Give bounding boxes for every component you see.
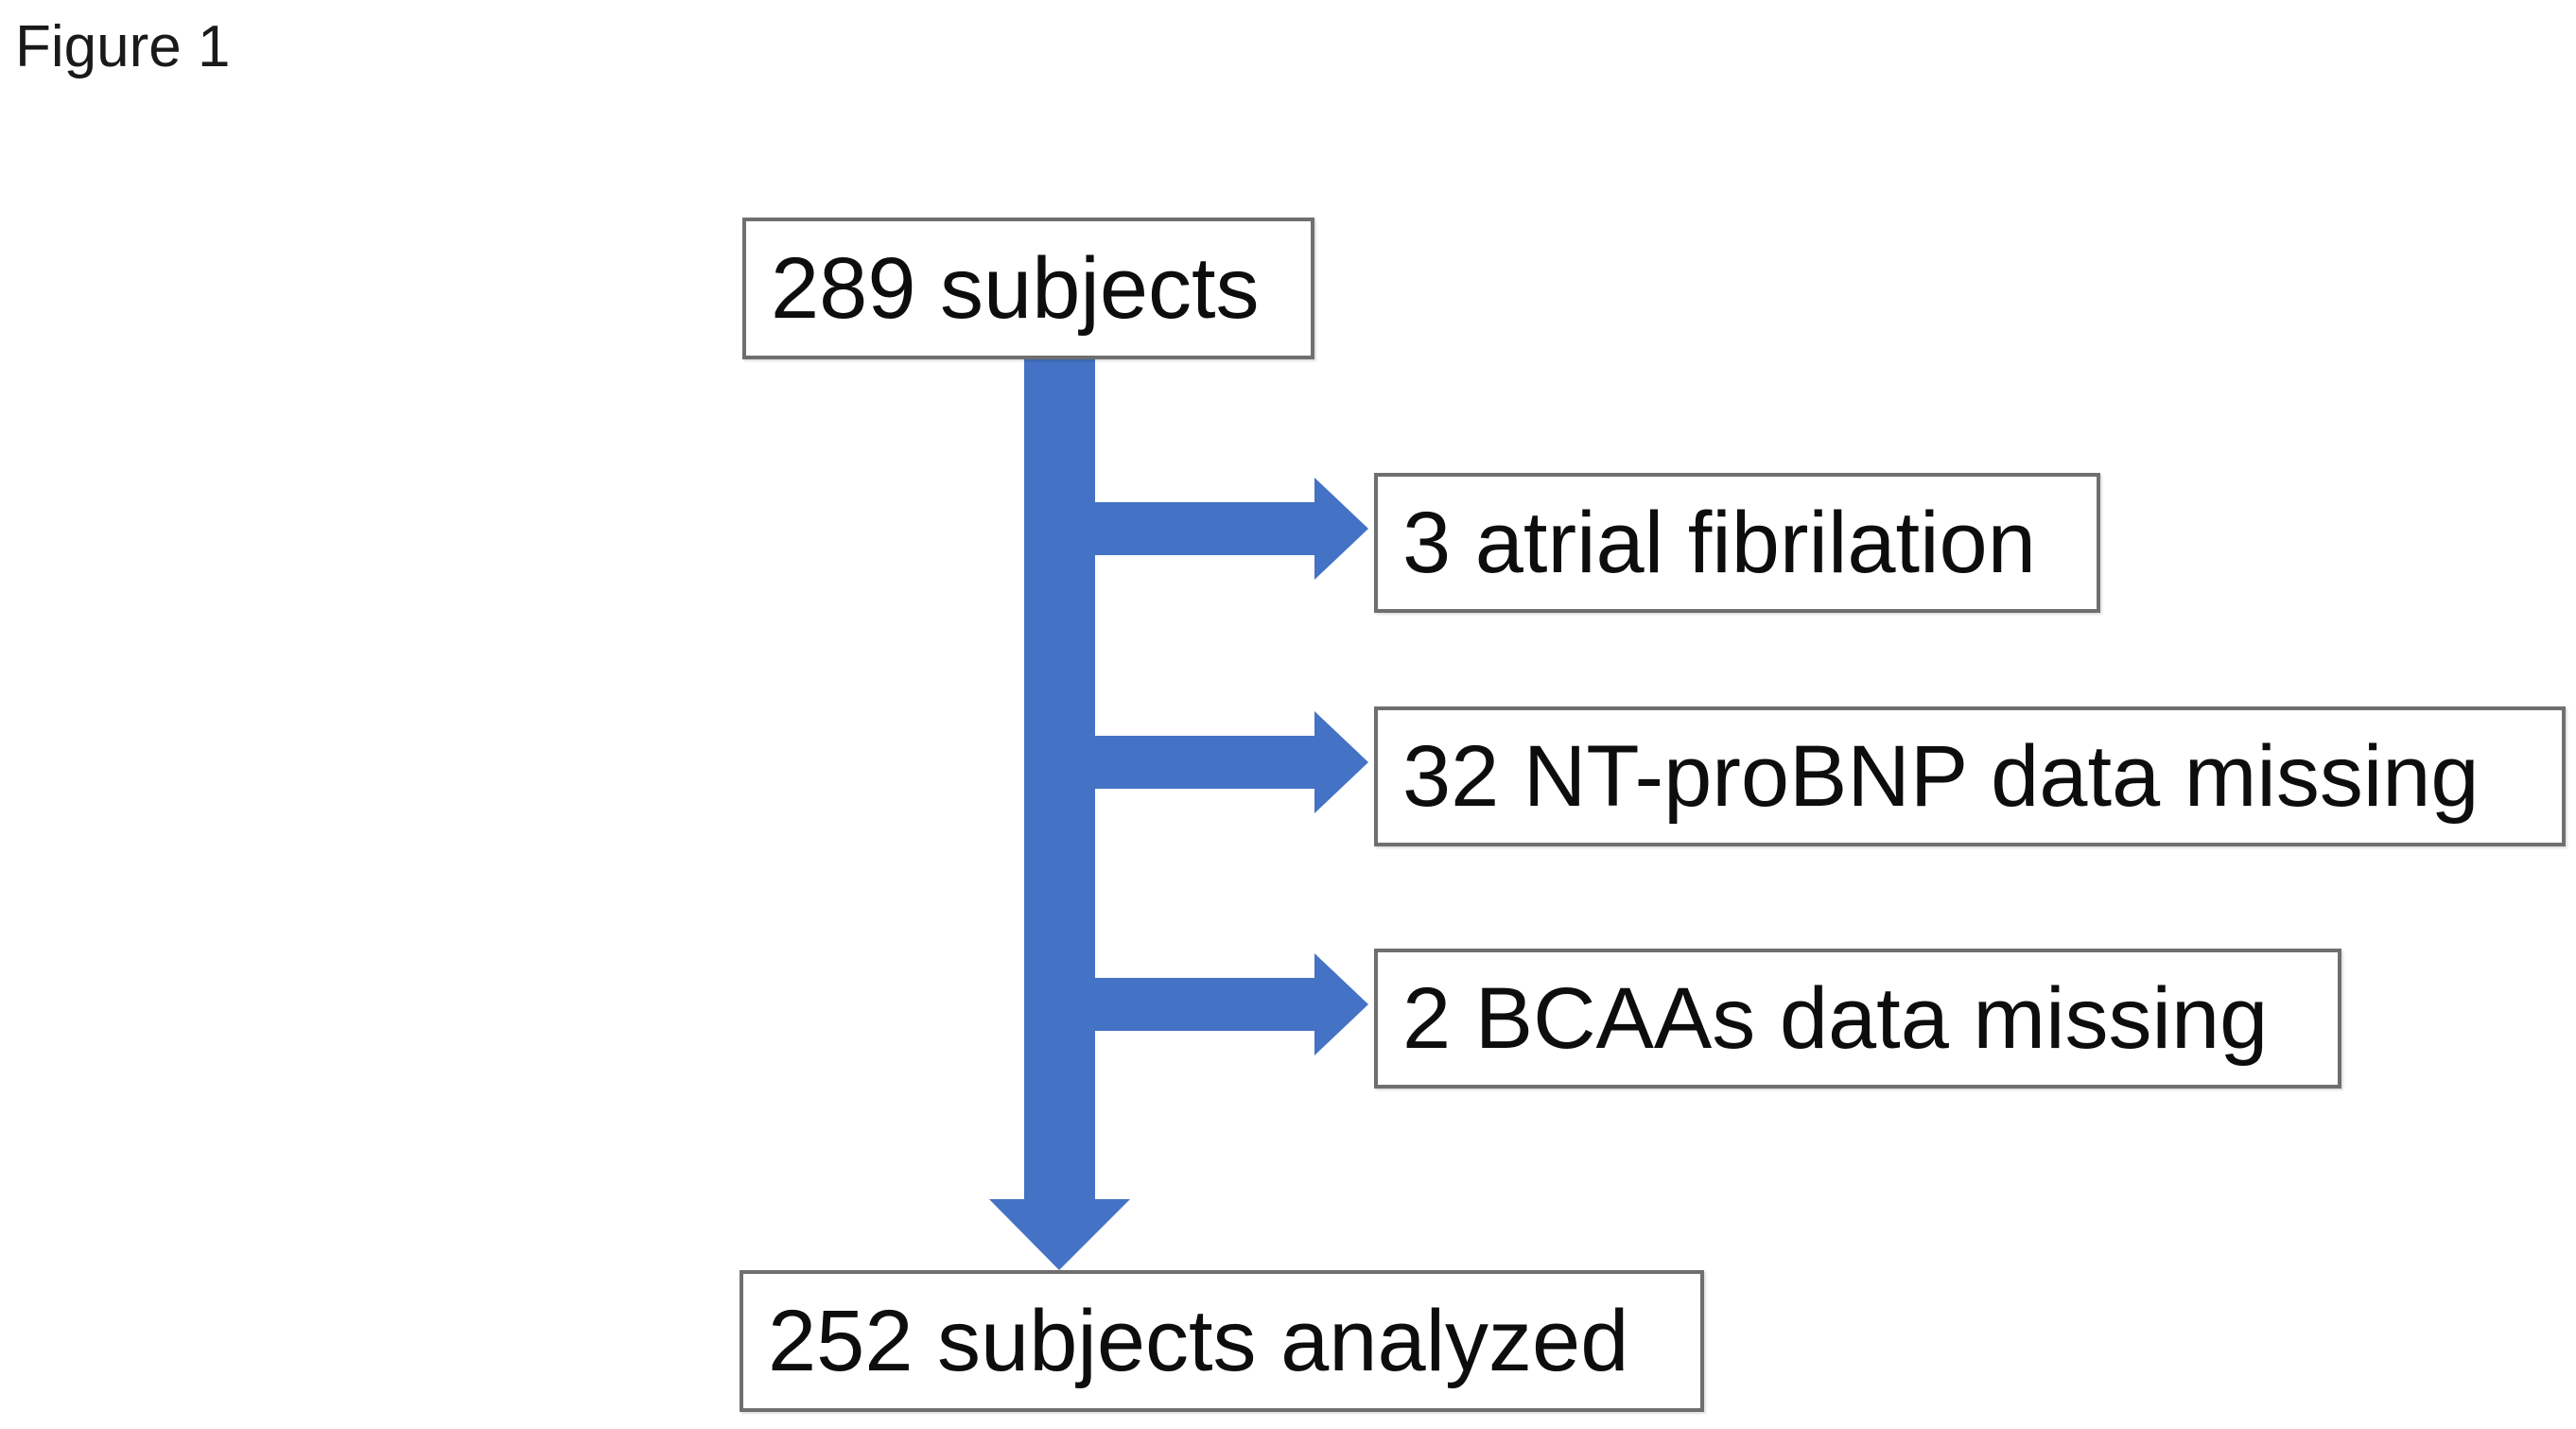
exclusion-box-nt-probnp-missing: 32 NT-proBNP data missing	[1374, 706, 2566, 846]
figure-label: Figure 1	[15, 14, 231, 79]
branch-arrow-2-head	[1314, 711, 1368, 813]
exclusion-label: 2 BCAAs data missing	[1402, 969, 2269, 1067]
exclusion-box-bcaas-missing: 2 BCAAs data missing	[1374, 949, 2341, 1089]
main-arrow-shaft	[1024, 357, 1095, 1201]
start-box-label: 289 subjects	[771, 239, 1260, 337]
end-box: 252 subjects analyzed	[740, 1270, 1704, 1412]
exclusion-label: 3 atrial fibrilation	[1402, 494, 2036, 591]
branch-arrow-3-head	[1314, 953, 1368, 1055]
branch-arrow-2-shaft	[1088, 736, 1318, 789]
branch-arrow-1-shaft	[1088, 502, 1318, 555]
exclusion-box-atrial-fibrilation: 3 atrial fibrilation	[1374, 473, 2100, 613]
exclusion-label: 32 NT-proBNP data missing	[1402, 727, 2480, 825]
branch-arrow-3-shaft	[1088, 978, 1318, 1031]
branch-arrow-1-head	[1314, 478, 1368, 580]
start-box: 289 subjects	[742, 218, 1314, 359]
end-box-label: 252 subjects analyzed	[768, 1292, 1629, 1389]
main-arrow-head	[989, 1199, 1130, 1270]
